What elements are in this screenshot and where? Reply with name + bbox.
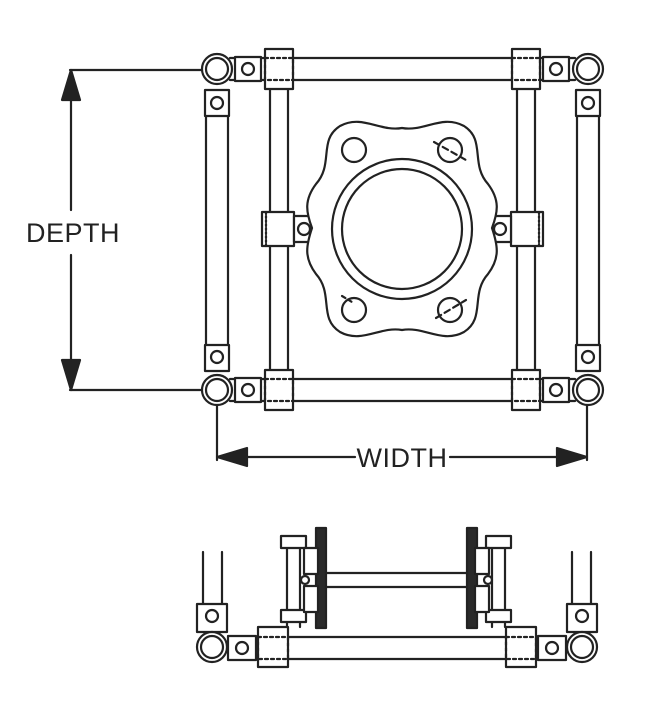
side-plate-left [314, 526, 328, 630]
bottom-tube [254, 625, 540, 669]
side-clamp-right [485, 210, 545, 248]
coupler-top-right [510, 47, 542, 91]
center-tube-outer [330, 157, 474, 301]
depth-label: DEPTH [26, 218, 120, 248]
side-plate-right [465, 526, 479, 630]
plan-view: DEPTH WIDTH [26, 47, 605, 473]
plate-clamps [299, 546, 494, 614]
width-arrowhead-left-icon [215, 446, 249, 468]
side-view [195, 526, 599, 669]
bolt-hole-top-right [436, 136, 464, 164]
couplers [263, 47, 542, 412]
coupler-bottom-right [510, 368, 542, 412]
bolt-hole-bottom-right [436, 296, 464, 324]
corner-tube-bottom-left [200, 373, 234, 407]
width-dimension: WIDTH [215, 398, 589, 473]
corner-tubes [200, 52, 605, 407]
base-plate-outline [306, 120, 498, 338]
upright-left [195, 550, 258, 664]
width-label: WIDTH [357, 443, 448, 473]
bolt-hole-top-left [340, 136, 368, 164]
corner-tube-top-left [200, 52, 234, 86]
width-arrowhead-right-icon [555, 446, 589, 468]
depth-arrowhead-down-icon [60, 358, 82, 392]
upright-right [536, 550, 599, 664]
depth-arrowhead-up-icon [60, 68, 82, 102]
inner-posts [279, 534, 513, 629]
corner-brackets [203, 55, 602, 404]
bolt-hole-bottom-left [340, 296, 368, 324]
corner-tube-top-right [571, 52, 605, 86]
base-plate [306, 120, 498, 338]
center-tube-inner [340, 167, 464, 291]
coupler-top-left [263, 47, 295, 91]
coupler-bottom-left [263, 368, 295, 412]
depth-dimension: DEPTH [26, 68, 207, 392]
corner-tube-bottom-right [571, 373, 605, 407]
center-tube [324, 571, 469, 589]
side-plates [314, 526, 479, 630]
